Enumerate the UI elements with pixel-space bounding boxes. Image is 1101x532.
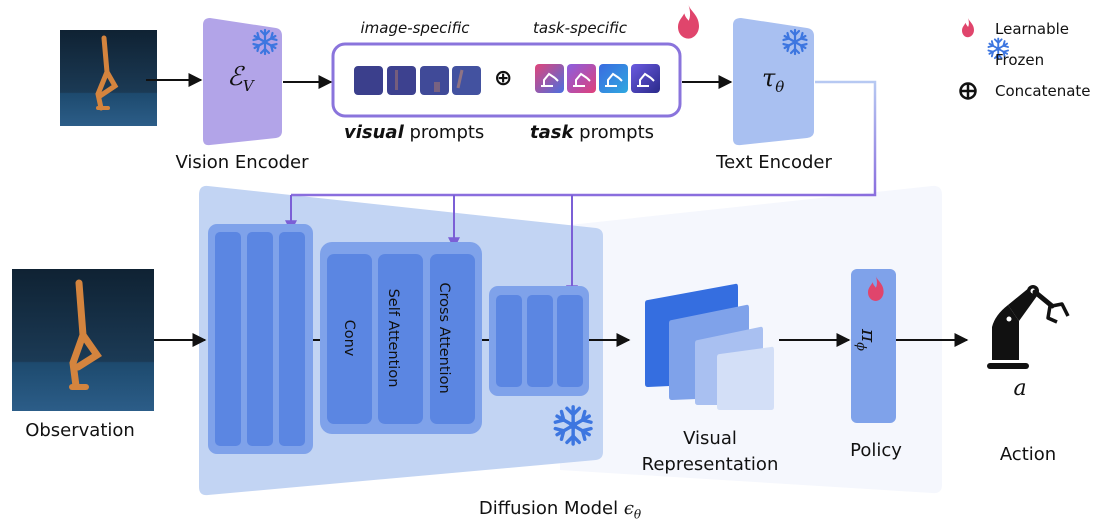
policy-label: Policy (850, 440, 902, 461)
visual-prompt-tiles (354, 66, 481, 95)
task-prompt-tile (567, 64, 596, 93)
vision-encoder-shape (203, 18, 282, 146)
image-specific-label: image-specific (360, 19, 470, 37)
visual-prompt-tile (354, 66, 383, 95)
conv-layer (327, 254, 372, 424)
legend-flame-icon (962, 18, 974, 38)
task-prompt-tiles (535, 64, 660, 93)
flame-icon (868, 276, 884, 301)
vision-encoder-label: Vision Encoder (175, 152, 309, 173)
visual-representation-label: Visual Representation (641, 428, 779, 475)
text-encoder-label: Text Encoder (716, 152, 832, 173)
cross-attention-layer (430, 254, 475, 424)
robot-arm-icon (987, 285, 1070, 369)
vision-encoder-symbol: ℰV (227, 62, 254, 96)
unet-mid-block (320, 242, 482, 434)
task-prompt-tile (599, 64, 628, 93)
legend-item-learnable: Learnable (995, 20, 1070, 38)
concatenate-symbol: ⊕ (494, 66, 513, 91)
prompt-box (331, 42, 682, 118)
text-encoder-symbol: τθ (762, 64, 785, 96)
observation-thumbnail-top (60, 30, 157, 126)
flame-icon (678, 5, 699, 39)
diffusion-model-label: Diffusion Model ϵθ (478, 498, 642, 522)
snowflake-icon (251, 28, 279, 56)
self-attention-layer (378, 254, 423, 424)
visual-prompt-tile (387, 66, 416, 95)
action-symbol: a (1013, 376, 1027, 401)
cross-attention-label: Cross Attention (436, 282, 452, 394)
task-specific-label: task-specific (533, 19, 627, 37)
visual-prompts-label: visual prompts (344, 122, 485, 143)
visual-prompt-tile (452, 66, 481, 95)
unet-down-block (208, 224, 313, 454)
task-prompt-tile (631, 64, 660, 93)
action-label: Action (999, 444, 1057, 465)
self-attention-label: Self Attention (385, 288, 401, 388)
conditioning-path (291, 80, 877, 197)
policy-symbol: πϕ (853, 328, 882, 352)
legend-item-concatenate: Concatenate (995, 82, 1091, 100)
policy-box (851, 269, 896, 423)
task-prompt-tile (535, 64, 564, 93)
unet-up-block (489, 286, 589, 396)
task-prompts-label: task prompts (530, 122, 654, 143)
conv-label: Conv (341, 319, 357, 357)
observation-label: Observation (25, 420, 135, 441)
legend-concatenate-icon (959, 82, 977, 100)
visual-prompt-tile (420, 66, 449, 95)
legend-item-frozen: Frozen (995, 51, 1045, 69)
visual-representation-stack (645, 283, 774, 410)
observation-image (12, 269, 154, 411)
